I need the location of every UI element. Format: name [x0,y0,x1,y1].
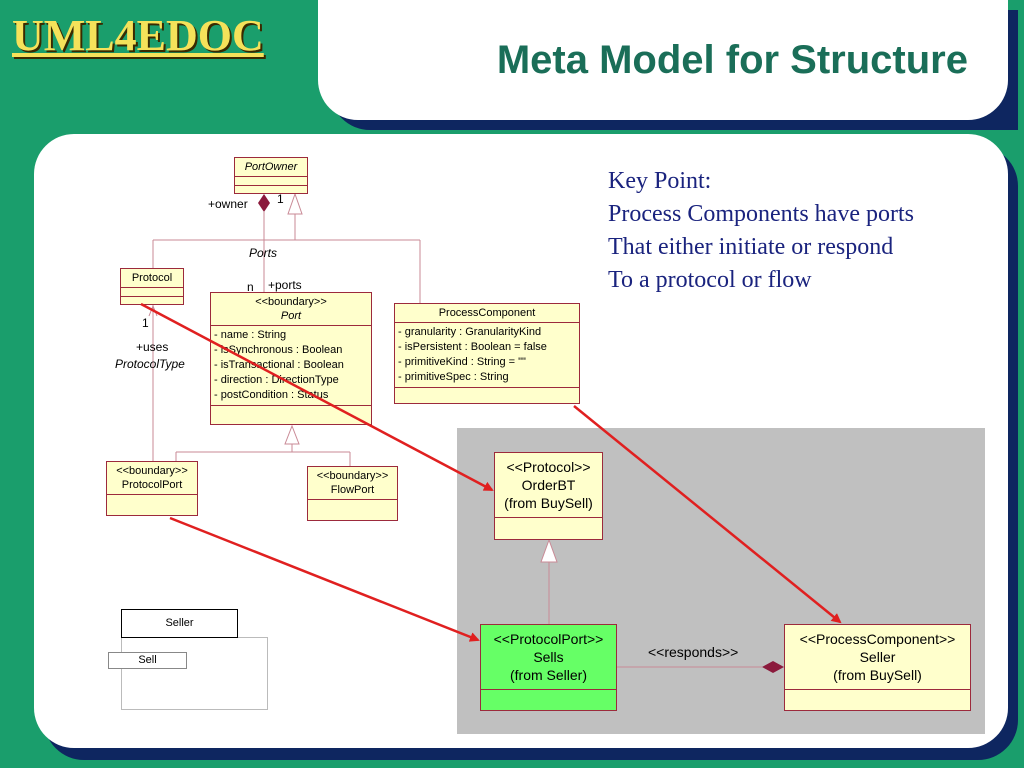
class-port: <<boundary>> Port - name : String - isSy… [210,292,372,425]
seller-box-label: Seller [165,617,194,629]
class-name: Protocol [121,269,183,288]
class-stereotype: <<boundary>> [255,296,327,308]
generalization-arrow-orderbt [540,538,558,563]
class-name: FlowPort [330,484,375,496]
class-header: <<ProtocolPort>> Sells (from Seller) [481,625,616,690]
class-name: OrderBT [521,477,576,493]
composition-diamond-owner [258,194,270,212]
class-attributes: - name : String - isSynchronous : Boolea… [211,326,371,406]
attribute: - primitiveKind : String = "" [398,356,526,368]
class-header: <<Protocol>> OrderBT (from BuySell) [495,453,602,518]
seller-box: Seller [121,609,238,638]
class-protocolport: <<boundary>> ProtocolPort [106,461,198,516]
class-name: ProcessComponent [395,304,579,323]
sell-box-label: Sell [138,654,157,666]
arrow-protocol-to-orderbt [140,302,494,492]
class-stereotype: <<boundary>> [316,470,389,482]
sell-box: Sell [108,652,187,669]
key-point-line: Key Point: [608,168,712,194]
ports-role-label: +ports [268,278,302,292]
attribute: - postCondition : Status [214,389,329,401]
class-orderbt: <<Protocol>> OrderBT (from BuySell) [494,452,603,540]
generalization-arrow-port [284,424,300,445]
responds-label: <<responds>> [648,644,739,660]
arrow-processcomponent-to-seller [573,405,842,624]
attribute: - granularity : GranularityKind [398,326,542,338]
class-stereotype: <<ProcessComponent>> [799,631,956,647]
owner-role-label: +owner [208,197,248,211]
attribute: - isSynchronous : Boolean [214,344,343,356]
class-name: Seller [859,649,896,665]
arrow-protocolport-to-sells [169,516,480,642]
ports-association-label: Ports [249,246,278,260]
attribute: - direction : DirectionType [214,374,339,386]
class-name: PortOwner [235,158,307,177]
protocol-multiplicity: 1 [142,316,149,330]
class-stereotype: <<ProtocolPort>> [493,631,604,647]
class-seller-processcomponent: <<ProcessComponent>> Seller (from BuySel… [784,624,971,711]
class-stereotype: <<Protocol>> [506,459,591,475]
class-header: <<boundary>> Port [211,293,371,326]
slide-title: Meta Model for Structure [496,38,968,82]
protocol-type-label: ProtocolType [115,357,185,371]
class-name: Sells [533,649,564,665]
ports-multiplicity: n [247,280,254,294]
class-protocol: Protocol [120,268,184,305]
owner-multiplicity: 1 [277,192,284,206]
class-portowner: PortOwner [234,157,308,194]
class-origin: (from BuySell) [833,667,922,683]
class-header: <<boundary>> ProtocolPort [107,462,197,495]
key-point-line: To a protocol or flow [608,267,812,293]
class-name: Port [280,310,302,322]
class-origin: (from BuySell) [504,495,593,511]
attribute: - isPersistent : Boolean = false [398,341,547,353]
class-origin: (from Seller) [509,667,587,683]
logo: UML4EDOC [12,11,264,60]
key-point-line: Process Components have ports [608,201,914,227]
class-processcomponent: ProcessComponent - granularity : Granula… [394,303,580,404]
class-flowport: <<boundary>> FlowPort [307,466,398,521]
generalization-arrow-portowner [287,192,303,215]
title-panel: Meta Model for Structure [318,0,1008,120]
class-name: ProtocolPort [121,479,183,491]
key-point-text: Key Point: Process Components have ports… [608,165,914,297]
class-attributes: - granularity : GranularityKind - isPers… [395,323,579,388]
key-point-line: That either initiate or respond [608,234,894,260]
class-stereotype: <<boundary>> [116,465,188,477]
uses-role-label: +uses [136,340,169,354]
attribute: - name : String [214,329,287,341]
class-header: <<ProcessComponent>> Seller (from BuySel… [785,625,970,690]
attribute: - primitiveSpec : String [398,371,509,383]
class-header: <<boundary>> FlowPort [308,467,397,500]
class-sells: <<ProtocolPort>> Sells (from Seller) [480,624,617,711]
attribute: - isTransactional : Boolean [214,359,344,371]
composition-diamond-seller [762,661,784,673]
